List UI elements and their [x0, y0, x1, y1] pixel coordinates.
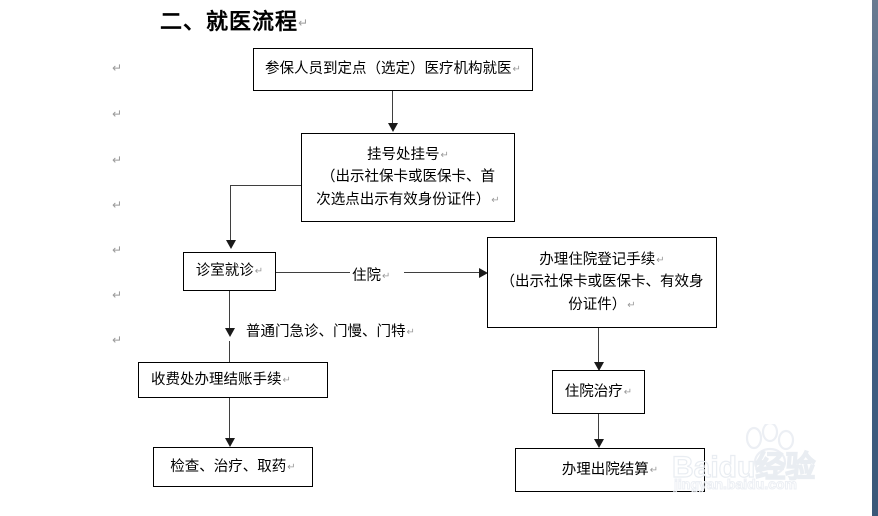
arrowhead-room-to-inpatient [479, 268, 488, 278]
connector-room-to-inpatient-left [276, 272, 350, 273]
margin-paragraph-mark: ↵ [112, 198, 123, 212]
paragraph-mark: ↵ [406, 327, 415, 338]
connector-visit-to-registration [392, 91, 393, 124]
margin-paragraph-mark: ↵ [112, 333, 123, 347]
paragraph-mark: ↵ [656, 254, 665, 266]
paragraph-mark: ↵ [623, 386, 633, 398]
margin-paragraph-mark: ↵ [112, 107, 123, 121]
node-inpatient-registration[interactable]: 办理住院登记手续↵ （出示社保卡或医保卡、有效身 份证件）↵ [487, 237, 717, 328]
paragraph-mark: ↵ [287, 461, 296, 473]
node-exam-treat-medicine-line-1: 检查、治疗、取药↵ [170, 458, 296, 475]
label-outpatient: 普通门急诊、门慢、门特↵ [246, 324, 415, 340]
paragraph-mark: ↵ [440, 149, 449, 161]
node-discharge-settlement[interactable]: 办理出院结算↵ [515, 448, 705, 492]
arrowhead-room-to-settlement [225, 328, 235, 337]
node-settlement[interactable]: 收费处办理结账手续↵ [138, 362, 328, 398]
node-consulting-room-line-1: 诊室就诊↵ [195, 263, 264, 280]
node-registration-line-2: （出示社保卡或医保卡、首 [321, 169, 495, 186]
paragraph-mark: ↵ [649, 464, 659, 476]
node-inpatient-treatment-line-1: 住院治疗↵ [564, 383, 633, 400]
arrowhead-registration-to-room [226, 240, 236, 249]
node-discharge-settlement-line-1: 办理出院结算↵ [561, 461, 659, 478]
node-patient-visit-line-1: 参保人员到定点（选定）医疗机构就医↵ [265, 61, 521, 78]
connector-inpatient-to-treatment [598, 328, 599, 363]
connector-room-to-settlement-lower [229, 341, 230, 362]
paragraph-mark: ↵ [282, 374, 291, 386]
connector-settlement-to-exam [229, 397, 230, 439]
node-inpatient-registration-line-3: 份证件）↵ [568, 296, 636, 313]
margin-paragraph-mark: ↵ [112, 288, 123, 302]
node-inpatient-registration-line-1: 办理住院登记手续↵ [539, 251, 665, 268]
paragraph-mark: ↵ [491, 194, 500, 206]
paragraph-mark: ↵ [298, 16, 310, 30]
node-registration-line-1: 挂号处挂号↵ [367, 146, 449, 163]
paragraph-mark: ↵ [512, 64, 521, 76]
margin-paragraph-mark: ↵ [112, 243, 123, 257]
paragraph-mark: ↵ [627, 299, 636, 311]
arrowhead-settlement-to-exam [225, 438, 235, 447]
arrowhead-inpatient-to-treatment [594, 362, 604, 371]
arrowhead-visit-to-registration [388, 123, 398, 132]
arrowhead-treatment-to-discharge [594, 439, 604, 448]
paragraph-mark: ↵ [382, 271, 391, 282]
label-hospitalization: 住院↵ [352, 268, 391, 284]
node-patient-visit[interactable]: 参保人员到定点（选定）医疗机构就医↵ [253, 48, 533, 91]
margin-paragraph-mark: ↵ [112, 61, 123, 75]
node-registration-line-3: 次选点出示有效身份证件）↵ [316, 191, 500, 208]
connector-treatment-to-discharge [598, 414, 599, 440]
node-consulting-room[interactable]: 诊室就诊↵ [183, 252, 276, 291]
paw-print-icon [745, 424, 795, 477]
node-inpatient-treatment[interactable]: 住院治疗↵ [552, 370, 645, 414]
node-registration[interactable]: 挂号处挂号↵ （出示社保卡或医保卡、首 次选点出示有效身份证件）↵ [301, 133, 515, 222]
node-settlement-line-1: 收费处办理结账手续↵ [151, 371, 291, 388]
page-title-text: 二、就医流程 [160, 9, 299, 34]
node-exam-treat-medicine[interactable]: 检查、治疗、取药↵ [153, 447, 313, 487]
connector-registration-to-room-vertical [230, 185, 231, 240]
connector-registration-to-room-horizontal [230, 185, 302, 186]
margin-paragraph-mark: ↵ [112, 153, 123, 167]
connector-room-to-inpatient-right [404, 272, 482, 273]
connector-room-to-settlement-upper [229, 291, 230, 329]
node-inpatient-registration-line-2: （出示社保卡或医保卡、有效身 [500, 274, 704, 291]
paragraph-mark: ↵ [254, 266, 264, 278]
page-title: 二、就医流程↵ [160, 4, 309, 36]
window-edge-band [872, 0, 878, 516]
window-edge-gap [870, 0, 872, 516]
